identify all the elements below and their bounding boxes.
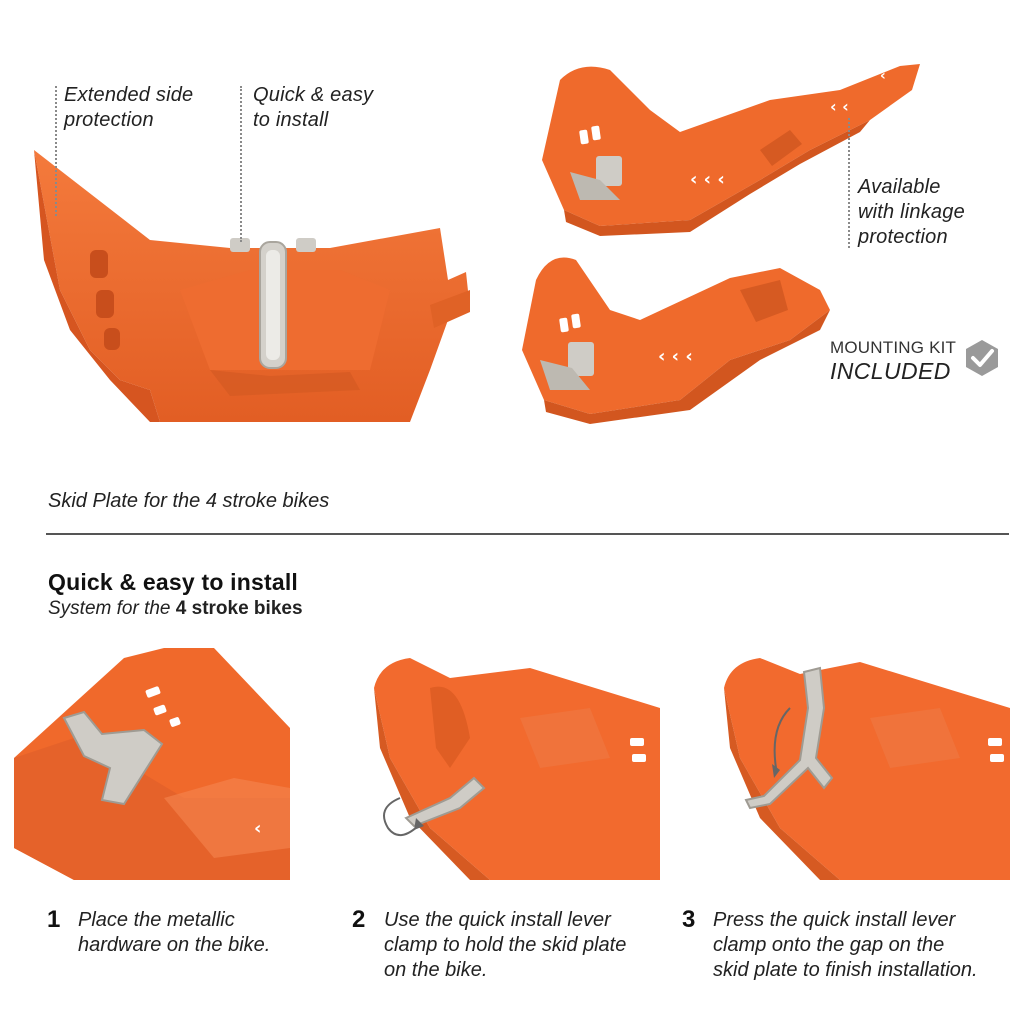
step-3-number: 3 xyxy=(682,906,696,933)
badge-top-label: MOUNTING KIT xyxy=(830,338,957,357)
step-1-text: Place the metallic hardware on the bike. xyxy=(78,909,271,956)
step-3-image xyxy=(724,658,1010,880)
quick-easy-leader-line xyxy=(240,86,242,242)
step-1-number: 1 xyxy=(47,906,61,933)
section-subtitle: System for the 4 stroke bikes xyxy=(48,598,303,619)
svg-text:‹ ‹ ‹: ‹ ‹ ‹ xyxy=(658,346,693,367)
step-2-image xyxy=(374,658,660,880)
step-2-number: 2 xyxy=(352,906,366,933)
step-1-image: ‹ xyxy=(14,648,290,880)
svg-text:‹ ‹: ‹ ‹ xyxy=(830,97,849,116)
check-hexagon-icon xyxy=(966,340,998,376)
section-title: Quick & easy to install xyxy=(48,569,299,595)
mounting-kit-badge: MOUNTING KIT INCLUDED xyxy=(830,338,956,385)
quick-easy-callout: Quick & easy to install xyxy=(253,84,374,131)
step-3-text: Press the quick install lever clamp onto… xyxy=(713,909,978,981)
linkage-leader-line xyxy=(848,118,850,248)
svg-text:‹: ‹ xyxy=(254,818,261,839)
svg-text:‹: ‹ xyxy=(880,68,886,84)
skid-plate-front-image xyxy=(34,150,470,422)
extended-side-leader-line xyxy=(55,86,57,216)
svg-text:‹ ‹ ‹: ‹ ‹ ‹ xyxy=(690,169,725,190)
badge-bottom-label: INCLUDED xyxy=(830,358,951,384)
section-divider xyxy=(46,533,1009,535)
product-caption: Skid Plate for the 4 stroke bikes xyxy=(48,490,330,512)
skid-plate-standard-image: ‹ ‹ ‹ xyxy=(522,257,830,424)
step-2-text: Use the quick install lever clamp to hol… xyxy=(384,909,627,981)
linkage-callout: Available with linkage protection xyxy=(858,176,965,248)
extended-side-callout: Extended side protection xyxy=(64,84,194,131)
skid-plate-linkage-image: ‹ ‹ ‹ ‹ ‹ ‹ xyxy=(542,64,920,236)
